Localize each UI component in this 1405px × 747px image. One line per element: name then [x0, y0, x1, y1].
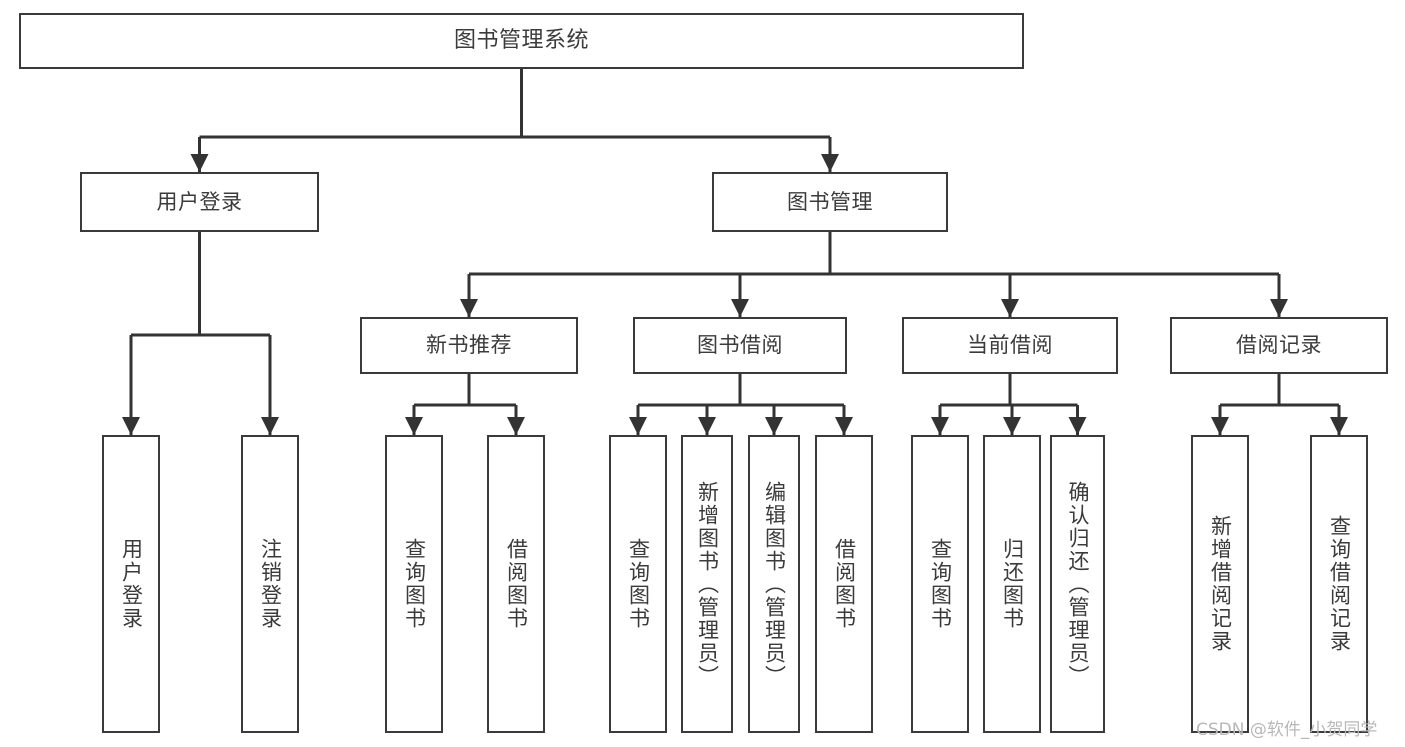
node-leaf-query-3[interactable]: 查询图书: [911, 435, 969, 733]
node-leaf-return[interactable]: 归还图书: [983, 435, 1041, 733]
node-label-leaf-borrow-2: 借阅图书: [832, 538, 857, 630]
node-book-borrow[interactable]: 图书借阅: [633, 317, 847, 374]
arrow-icon-leaf-borrow-2: [835, 417, 853, 435]
node-label-borrow-record: 借阅记录: [1236, 333, 1322, 358]
arrow-icon-leaf-query-1: [405, 417, 423, 435]
arrow-icon-user-login: [190, 154, 209, 172]
arrow-icon-book-borrow: [731, 299, 749, 317]
node-root[interactable]: 图书管理系统: [19, 13, 1024, 69]
node-leaf-borrow-1[interactable]: 借阅图书: [487, 435, 545, 733]
node-label-leaf-edit-book: 编辑图书（管理员）: [762, 480, 787, 688]
node-label-new-book-rec: 新书推荐: [426, 333, 512, 358]
node-leaf-add-record[interactable]: 新增借阅记录: [1191, 435, 1249, 733]
arrow-icon-borrow-record: [1270, 299, 1288, 317]
node-leaf-user-login[interactable]: 用户登录: [102, 435, 160, 733]
node-leaf-borrow-2[interactable]: 借阅图书: [815, 435, 873, 733]
node-leaf-query-2[interactable]: 查询图书: [609, 435, 667, 733]
node-leaf-query-rec[interactable]: 查询借阅记录: [1310, 435, 1368, 733]
node-label-leaf-query-2: 查询图书: [626, 538, 651, 630]
node-book-manage[interactable]: 图书管理: [712, 172, 948, 232]
arrow-icon-new-book-rec: [460, 299, 478, 317]
arrow-icon-leaf-add-record: [1211, 417, 1229, 435]
node-leaf-logout[interactable]: 注销登录: [241, 435, 299, 733]
node-leaf-edit-book[interactable]: 编辑图书（管理员）: [748, 435, 800, 733]
node-leaf-query-1[interactable]: 查询图书: [385, 435, 443, 733]
node-label-leaf-query-rec: 查询借阅记录: [1327, 515, 1352, 653]
node-label-leaf-add-record: 新增借阅记录: [1208, 515, 1233, 653]
node-borrow-record[interactable]: 借阅记录: [1170, 317, 1388, 374]
node-label-user-login: 用户登录: [156, 189, 243, 214]
node-label-leaf-confirm: 确认归还（管理员）: [1066, 480, 1090, 688]
node-label-leaf-query-1: 查询图书: [402, 538, 427, 630]
arrow-icon-leaf-query-2: [629, 417, 647, 435]
node-label-leaf-return: 归还图书: [1000, 538, 1025, 630]
node-label-leaf-logout: 注销登录: [258, 538, 283, 630]
node-label-book-borrow: 图书借阅: [697, 333, 783, 358]
arrow-icon-leaf-query-rec: [1330, 417, 1348, 435]
arrow-icon-current-borrow: [1001, 299, 1019, 317]
node-label-leaf-borrow-1: 借阅图书: [504, 538, 529, 630]
node-label-current-borrow: 当前借阅: [967, 333, 1053, 358]
node-label-book-manage: 图书管理: [787, 189, 873, 214]
node-label-leaf-user-login: 用户登录: [119, 538, 144, 630]
arrow-icon-leaf-logout: [261, 417, 279, 435]
arrow-icon-leaf-edit-book: [765, 417, 783, 435]
node-label-leaf-add-book: 新增图书（管理员）: [695, 480, 720, 688]
arrow-icon-leaf-query-3: [931, 417, 949, 435]
node-new-book-rec[interactable]: 新书推荐: [360, 317, 578, 374]
node-label-root: 图书管理系统: [453, 28, 589, 54]
arrow-icon-leaf-borrow-1: [507, 417, 525, 435]
arrow-icon-leaf-add-book: [698, 417, 716, 435]
node-label-leaf-query-3: 查询图书: [928, 538, 953, 630]
node-user-login[interactable]: 用户登录: [80, 172, 319, 232]
node-current-borrow[interactable]: 当前借阅: [902, 317, 1118, 374]
csdn-watermark: CSDN @软件_小贺同学: [1196, 720, 1378, 740]
node-leaf-add-book[interactable]: 新增图书（管理员）: [681, 435, 733, 733]
arrow-icon-leaf-user-login: [122, 417, 140, 435]
arrow-icon-leaf-return: [1003, 417, 1021, 435]
arrow-icon-book-manage: [821, 154, 839, 172]
arrow-icon-leaf-confirm: [1068, 417, 1087, 435]
node-leaf-confirm[interactable]: 确认归还（管理员）: [1050, 435, 1105, 733]
